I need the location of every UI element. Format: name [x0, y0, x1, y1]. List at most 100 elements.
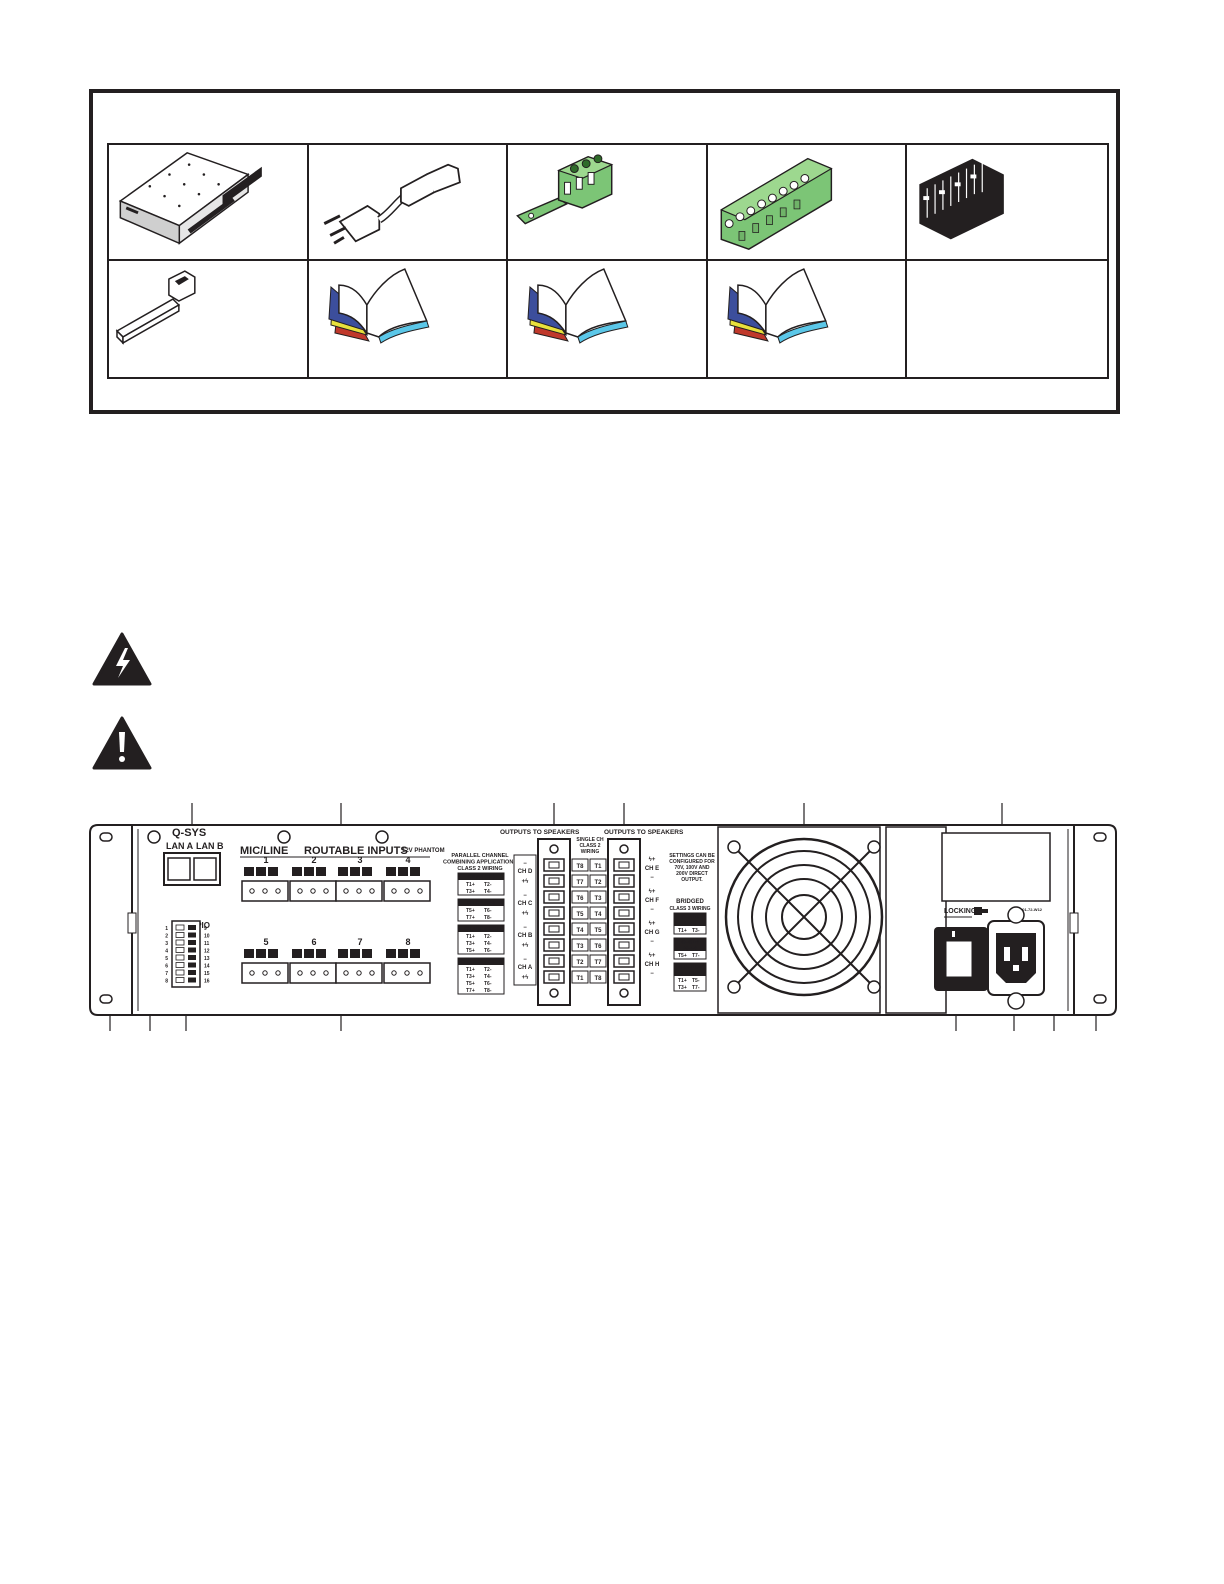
mic-line-label: MIC/LINE: [240, 845, 288, 857]
input-number-label: 1: [263, 855, 268, 865]
label-code: 201-72-W12: [1020, 907, 1043, 912]
t-label: T7: [576, 880, 584, 886]
terminal-label: T7-: [692, 953, 700, 959]
polarity-label: ϟ+: [649, 953, 656, 959]
polarity-label: −: [650, 875, 654, 881]
mic-line-input-7[interactable]: 7+−: [335, 937, 383, 984]
terminal-label: T5+: [466, 948, 475, 954]
gpio-pin: [188, 970, 196, 975]
svg-text:+: +: [246, 950, 252, 960]
mic-line-input-8[interactable]: 8+−: [383, 937, 431, 984]
parallel-group: CH AB (EF)T1+T2-T3+T4-: [457, 872, 505, 896]
terminal-label: T3-: [692, 928, 700, 934]
parallel-group: CH ABCD (EFGH)T1+T2-T3+T4-T5+T6-T7+T8-: [457, 957, 505, 995]
mic-line-input-6[interactable]: 6 +−: [289, 937, 337, 984]
t-label: T2: [594, 880, 602, 886]
channel-label: CH F: [645, 898, 659, 904]
mic-line-input-2[interactable]: 2+−: [289, 855, 337, 902]
svg-text:−: −: [306, 868, 312, 878]
channel-label: CH A: [518, 965, 533, 971]
gpio-pin-label: 11: [204, 941, 210, 947]
channel-label: CH H: [645, 962, 660, 968]
terminal-label: T6-: [484, 981, 492, 987]
svg-text:+: +: [388, 868, 394, 878]
input-number-label: 6: [311, 937, 316, 947]
polarity-label: +ϟ: [522, 975, 530, 981]
polarity-label: −: [523, 861, 527, 867]
iec-power-inlet[interactable]: [987, 906, 1045, 1010]
t-label: T8: [594, 976, 602, 982]
parallel-title-line: PARALLEL CHANNEL: [451, 853, 509, 859]
parallel-group: CH ABC (EFG)T1+T2-T3+T4-T5+T6-: [457, 924, 505, 955]
label-area: [941, 832, 1051, 902]
svg-text:−: −: [306, 950, 312, 960]
item-cell-power-cord: [308, 145, 509, 261]
lan-b-label: LAN B: [196, 841, 224, 851]
gpio-pin-label: 8: [165, 979, 168, 985]
included-items-grid: [107, 143, 1109, 379]
bridged-group-head: (G+H): [683, 946, 697, 952]
svg-text:+: +: [246, 868, 252, 878]
gpio-connector[interactable]: [171, 920, 201, 988]
parallel-group-head: CH ABC (EFG): [464, 927, 499, 933]
terminal-label: T4-: [484, 889, 492, 895]
included-items-box: [89, 89, 1120, 414]
gpio-pin: [175, 977, 185, 983]
svg-text:+: +: [294, 950, 300, 960]
bridged-group-head: CHAB+CD: [678, 965, 702, 971]
routable-inputs-label: ROUTABLE INPUTS: [304, 845, 408, 857]
terminal-label: T3+: [466, 889, 475, 895]
output-terminals: [543, 858, 635, 984]
svg-text:−: −: [400, 950, 406, 960]
terminal-label: T8-: [484, 915, 492, 921]
bridged-group-head: (E+F): [684, 921, 697, 927]
mic-line-input-3[interactable]: 3+−: [335, 855, 383, 902]
gpio-pin-label: 7: [165, 971, 168, 977]
channel-label: CH D: [518, 869, 533, 875]
item-cell-8pin-plug: [707, 145, 908, 261]
polarity-label: −: [523, 957, 527, 963]
bridged-title-line: CLASS 3 WIRING: [669, 906, 710, 912]
settings-note-line: CONFIGURED FOR: [669, 859, 715, 865]
black-plug-16pin-icon: [919, 158, 1005, 240]
gpio-pin-label: 4: [165, 949, 168, 955]
gpio-pin: [188, 940, 196, 945]
polarity-label: +ϟ: [522, 943, 530, 949]
terminal-label: T6-: [484, 908, 492, 914]
power-switch[interactable]: [945, 940, 973, 978]
gpio-pin-label: 15: [204, 971, 210, 977]
terminal-label: T1+: [466, 967, 475, 973]
terminal-label: T5+: [678, 953, 687, 959]
bridged-group-head: (EF+GH): [680, 971, 700, 977]
cable-tie-icon: [115, 270, 196, 345]
lan-ports[interactable]: [163, 852, 221, 886]
mic-line-input-5[interactable]: 5+−: [241, 937, 289, 984]
terminal-label: T5+: [466, 981, 475, 987]
mic-line-input-4[interactable]: 4+−: [383, 855, 431, 902]
polarity-label: −: [650, 939, 654, 945]
brand-label: Q-SYS: [172, 827, 206, 839]
parallel-group: CH CD (GH)T5+T6-T7+T8-: [457, 898, 505, 922]
svg-text:−: −: [258, 868, 264, 878]
gpio-pin: [188, 977, 196, 983]
terminal-label: T4-: [484, 941, 492, 947]
electric-shock-warning-icon: [92, 632, 152, 686]
settings-note-line: OUTPUT.: [681, 877, 703, 883]
input-number-label: 2: [311, 855, 316, 865]
item-cell-cable-tie: [109, 261, 309, 377]
input-number-label: 4: [405, 855, 410, 865]
channel-label: CH E: [645, 866, 659, 872]
mic-line-input-1[interactable]: 1 +−: [241, 855, 289, 902]
svg-text:+: +: [340, 868, 346, 878]
svg-text:−: −: [352, 950, 358, 960]
polarity-label: +ϟ: [522, 911, 530, 917]
settings-note-line: 200V DIRECT: [676, 871, 708, 877]
terminal-label: T3+: [678, 985, 687, 991]
input-number-label: 3: [357, 855, 362, 865]
gpio-pin-label: 9: [204, 926, 207, 932]
t-label: T2: [576, 960, 584, 966]
lan-a-label: LAN A: [166, 841, 194, 851]
input-number-label: 7: [357, 937, 362, 947]
